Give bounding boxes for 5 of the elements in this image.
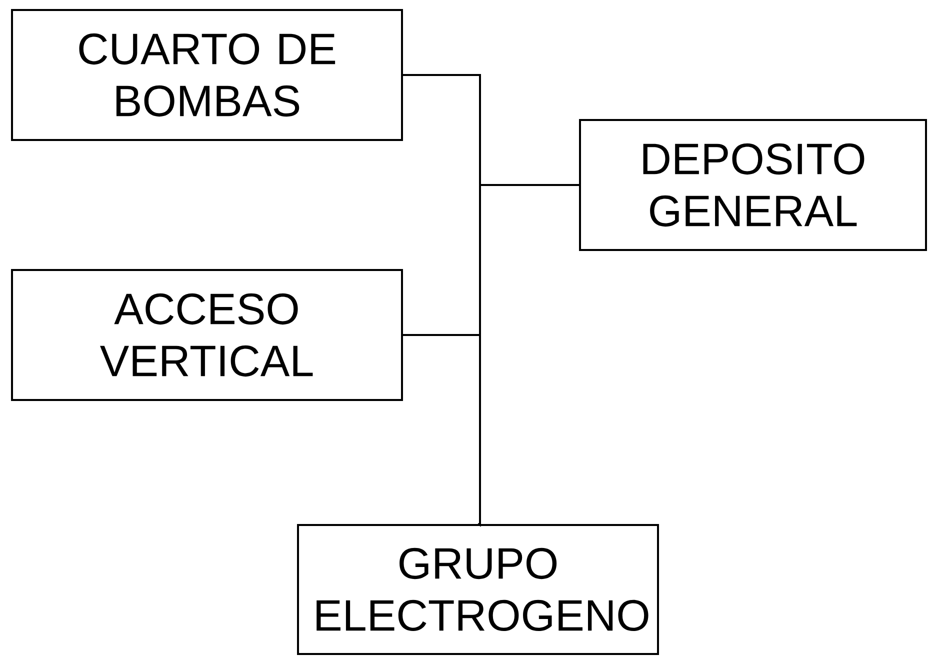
label-box: DEPOSITO GENERAL: [579, 119, 927, 251]
label-box: ACCESO VERTICAL: [11, 269, 403, 401]
connector-line: [403, 334, 481, 527]
label-box: CUARTO DE BOMBAS: [11, 9, 403, 141]
label-box: GRUPO ELECTROGENO: [297, 524, 659, 655]
